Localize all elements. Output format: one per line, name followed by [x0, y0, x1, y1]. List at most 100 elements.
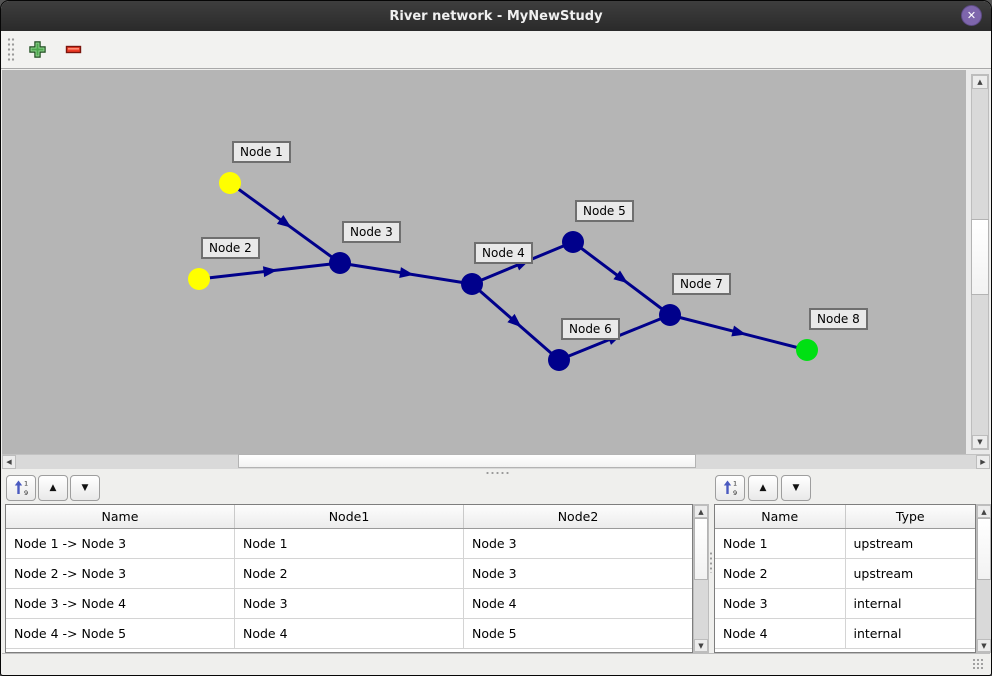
nodes-table: NameTypeNode 1upstreamNode 2upstreamNode…	[714, 504, 976, 653]
table-cell: Node 2	[235, 559, 464, 588]
scroll-up-icon[interactable]: ▲	[977, 505, 991, 518]
node-label[interactable]: Node 8	[809, 308, 868, 330]
column-header[interactable]: Type	[846, 505, 976, 528]
table-cell: Node 3 -> Node 4	[6, 589, 235, 618]
reaches-table: NameNode1Node2Node 1 -> Node 3Node 1Node…	[5, 504, 693, 653]
nodes-sort-button[interactable]: 1 9	[715, 475, 745, 501]
table-header: NameType	[715, 505, 975, 529]
up-triangle-icon: ▲	[760, 483, 767, 493]
table-row[interactable]: Node 3 -> Node 4Node 3Node 4	[6, 589, 692, 619]
sort-ascending-icon: 1 9	[13, 480, 29, 496]
node-label[interactable]: Node 6	[561, 318, 620, 340]
table-row[interactable]: Node 4internal	[715, 619, 975, 649]
node-label[interactable]: Node 4	[474, 242, 533, 264]
down-triangle-icon: ▼	[82, 483, 89, 493]
down-triangle-icon: ▼	[793, 483, 800, 493]
reaches-move-up-button[interactable]: ▲	[38, 475, 68, 501]
graph-node[interactable]	[219, 172, 241, 194]
table-cell: Node 4	[715, 619, 846, 648]
nodes-move-down-button[interactable]: ▼	[781, 475, 811, 501]
table-cell: internal	[846, 589, 976, 618]
graph-node[interactable]	[461, 273, 483, 295]
main-toolbar	[1, 31, 991, 69]
svg-text:9: 9	[733, 489, 737, 496]
table-cell: Node 4	[235, 619, 464, 648]
table-cell: Node 1	[235, 529, 464, 558]
table-cell: Node 5	[464, 619, 692, 648]
table-row[interactable]: Node 3internal	[715, 589, 975, 619]
node-label[interactable]: Node 1	[232, 141, 291, 163]
graph-node[interactable]	[796, 339, 818, 361]
splitter-handle-icon	[485, 471, 511, 475]
table-cell: Node 2	[715, 559, 846, 588]
river-network-canvas[interactable]: Node 1 Node 2 Node 3 Node 4 Node 5 Node 6 Node…	[2, 70, 966, 454]
graph-node[interactable]	[659, 304, 681, 326]
minus-icon	[65, 41, 82, 58]
column-header[interactable]: Name	[715, 505, 846, 528]
sort-ascending-icon: 1 9	[722, 480, 738, 496]
table-cell: upstream	[846, 529, 976, 558]
table-cell: Node 4 -> Node 5	[6, 619, 235, 648]
reaches-move-down-button[interactable]: ▼	[70, 475, 100, 501]
titlebar[interactable]: River network - MyNewStudy ✕	[1, 1, 991, 31]
scroll-down-icon[interactable]: ▼	[977, 639, 991, 652]
graph-node[interactable]	[329, 252, 351, 274]
toolbar-drag-handle-icon[interactable]	[7, 37, 15, 63]
add-node-button[interactable]	[23, 36, 51, 64]
resize-grip-icon[interactable]	[972, 658, 984, 670]
table-cell: Node 3	[464, 559, 692, 588]
remove-node-button[interactable]	[59, 36, 87, 64]
nodes-scroll-handle[interactable]	[977, 518, 991, 580]
node-label[interactable]: Node 7	[672, 273, 731, 295]
table-row[interactable]: Node 2upstream	[715, 559, 975, 589]
window-title: River network - MyNewStudy	[389, 9, 602, 24]
table-cell: Node 2 -> Node 3	[6, 559, 235, 588]
column-header[interactable]: Name	[6, 505, 235, 528]
scroll-up-icon[interactable]: ▲	[694, 505, 708, 518]
reaches-table-scrollbar[interactable]: ▲ ▼	[693, 504, 709, 653]
scroll-left-icon[interactable]: ◀	[2, 455, 16, 469]
graph-vertical-scroll-handle[interactable]	[971, 219, 989, 295]
node-label[interactable]: Node 5	[575, 200, 634, 222]
table-cell: internal	[846, 619, 976, 648]
graph-node[interactable]	[188, 268, 210, 290]
graph-tables-splitter[interactable]	[2, 469, 990, 475]
svg-text:9: 9	[24, 489, 28, 496]
scroll-down-icon[interactable]: ▼	[694, 639, 708, 652]
graph-node[interactable]	[548, 349, 570, 371]
graph-pane: Node 1 Node 2 Node 3 Node 4 Node 5 Node 6 Node…	[2, 70, 990, 454]
scroll-up-icon[interactable]: ▲	[972, 75, 988, 89]
node-label[interactable]: Node 2	[201, 237, 260, 259]
table-cell: Node 3	[464, 529, 692, 558]
table-row[interactable]: Node 4 -> Node 5Node 4Node 5	[6, 619, 692, 649]
table-cell: Node 1 -> Node 3	[6, 529, 235, 558]
svg-text:1: 1	[733, 480, 737, 488]
table-cell: Node 1	[715, 529, 846, 558]
table-cell: upstream	[846, 559, 976, 588]
plus-icon	[29, 41, 46, 58]
close-icon: ✕	[967, 9, 976, 22]
nodes-move-up-button[interactable]: ▲	[748, 475, 778, 501]
reaches-sort-button[interactable]: 1 9	[6, 475, 36, 501]
table-header: NameNode1Node2	[6, 505, 692, 529]
node-label[interactable]: Node 3	[342, 221, 401, 243]
graph-horizontal-scroll-handle[interactable]	[238, 454, 696, 468]
graph-node[interactable]	[562, 231, 584, 253]
scroll-right-icon[interactable]: ▶	[976, 455, 990, 469]
close-button[interactable]: ✕	[961, 5, 982, 26]
column-header[interactable]: Node2	[464, 505, 692, 528]
up-triangle-icon: ▲	[50, 483, 57, 493]
table-row[interactable]: Node 1 -> Node 3Node 1Node 3	[6, 529, 692, 559]
nodes-table-scrollbar[interactable]: ▲ ▼	[976, 504, 992, 653]
table-row[interactable]: Node 1upstream	[715, 529, 975, 559]
svg-text:1: 1	[24, 480, 28, 488]
table-row[interactable]: Node 2 -> Node 3Node 2Node 3	[6, 559, 692, 589]
table-cell: Node 3	[715, 589, 846, 618]
scroll-down-icon[interactable]: ▼	[972, 435, 988, 449]
table-cell: Node 3	[235, 589, 464, 618]
reaches-scroll-handle[interactable]	[694, 518, 708, 580]
column-header[interactable]: Node1	[235, 505, 464, 528]
status-strip	[2, 653, 990, 674]
table-cell: Node 4	[464, 589, 692, 618]
